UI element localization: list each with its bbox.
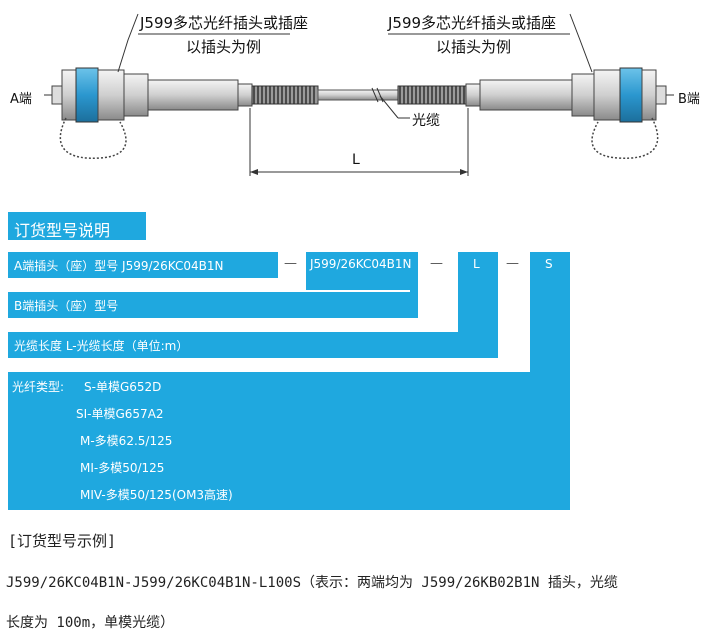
row-a-box2-text: J599/26KC04B1N [310,257,412,271]
callout-left-line1: J599多芯光纤插头或插座 [140,14,309,32]
fiber-type-item: MI-多模50/125 [80,461,165,475]
fiber-types-label: 光纤类型: [12,380,65,394]
order-section-title-bar: 订货型号说明 [8,212,146,240]
length-dimension [249,108,469,176]
example-heading: [订货型号示例] [8,532,117,550]
right-connector [465,67,667,159]
callout-right-line2: 以插头为例 [436,38,512,56]
connector-box4-down [530,278,570,378]
fiber-types-box: 光纤类型: S-单模G652D SI-单模G657A2 M-多模62.5/125… [8,372,570,510]
row-a-label: A端插头（座）型号 J599/26KC04B1N [14,259,224,273]
connector-box2 [306,278,418,290]
callout-right-line1: J599多芯光纤插头或插座 [388,14,557,32]
example-line2: 长度为 100m，单模光缆） [6,615,175,631]
fiber-type-item: MIV-多模50/125(OM3高速) [80,488,233,502]
left-bellows [251,85,319,105]
dash-1: — [284,256,297,271]
row-length-box: 光缆长度 L-光缆长度（单位:m） [8,332,498,358]
fiber-type-item: S-单模G652D [84,380,162,394]
cable-label: 光缆 [412,113,440,129]
row-a-box3: L [458,252,498,278]
length-label: L [352,152,360,168]
row-length-label: 光缆长度 L-光缆长度（单位:m） [14,339,189,353]
order-section-title: 订货型号说明 [14,221,111,240]
callout-left-leader [117,13,139,73]
left-connector [51,67,253,159]
example-line1: J599/26KC04B1N-J599/26KC04B1N-L100S（表示：两… [6,575,618,591]
row-a-box3-text: L [473,257,480,271]
row-a-box4-text: S [545,257,553,271]
row-b-label: B端插头（座）型号 [14,299,119,313]
fiber-type-item: SI-单模G657A2 [76,407,164,421]
dash-3: — [506,256,519,271]
fiber-type-item: M-多模62.5/125 [80,434,173,448]
row-a-box: A端插头（座）型号 J599/26KC04B1N [8,252,278,278]
callout-right-leader [569,13,593,73]
row-b-box: B端插头（座）型号 [8,292,418,318]
cable-line [317,89,399,101]
right-bellows [397,85,467,105]
dash-2: — [430,256,443,271]
cable-assembly-drawing [44,13,674,176]
end-a-label: A端 [10,92,32,107]
row-a-box2: J599/26KC04B1N [306,252,418,278]
end-b-label: B端 [678,92,700,107]
row-a-box4: S [530,252,570,278]
callout-left-line2: 以插头为例 [186,38,262,56]
